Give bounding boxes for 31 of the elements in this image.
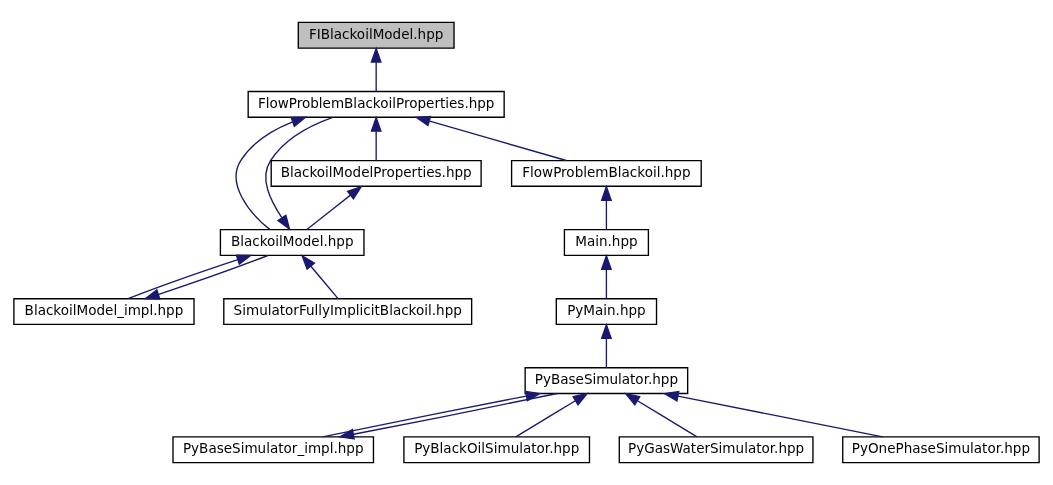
node-box: BlackoilModel.hpp bbox=[219, 228, 365, 257]
node-box: FlowProblemBlackoil.hpp bbox=[510, 159, 702, 187]
node-box: SimulatorFullyImplicitBlackoil.hpp bbox=[223, 298, 473, 326]
node-box: PyBaseSimulator.hpp bbox=[524, 367, 689, 395]
arrow bbox=[414, 115, 567, 162]
arrow bbox=[300, 254, 339, 300]
node-box: PyBlackOilSimulator.hpp bbox=[403, 436, 591, 464]
arrow bbox=[321, 390, 542, 438]
arrow bbox=[662, 390, 884, 438]
node-box: PyMain.hpp bbox=[555, 298, 658, 326]
arrow bbox=[370, 46, 382, 93]
node-box: Main.hpp bbox=[563, 228, 650, 257]
arrow bbox=[623, 392, 698, 438]
arrow bbox=[127, 254, 253, 300]
node-box: FlowProblemBlackoilProperties.hpp bbox=[247, 90, 505, 118]
arrow bbox=[235, 116, 308, 231]
node-box: PyGasWaterSimulator.hpp bbox=[618, 436, 814, 464]
node-box: BlackoilModel_impl.hpp bbox=[13, 298, 195, 326]
arrow bbox=[265, 116, 334, 231]
node-box: PyOnePhaseSimulator.hpp bbox=[842, 436, 1040, 464]
node-box: PyBaseSimulator_impl.hpp bbox=[172, 436, 375, 464]
arrow bbox=[515, 392, 589, 438]
arrow bbox=[600, 322, 613, 369]
arrow bbox=[143, 254, 269, 300]
arrow bbox=[306, 185, 363, 231]
arrow bbox=[338, 392, 558, 440]
arrow bbox=[600, 253, 613, 300]
arrow bbox=[600, 184, 613, 231]
arrow bbox=[370, 115, 382, 162]
node-box: FIBlackoilModel.hpp bbox=[297, 21, 455, 49]
node-box: BlackoilModelProperties.hpp bbox=[270, 159, 482, 187]
